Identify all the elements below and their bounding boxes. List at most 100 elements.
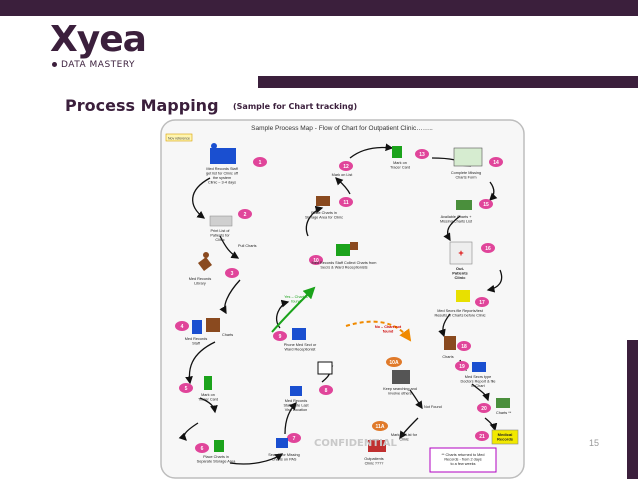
chart-box-icon	[206, 318, 220, 332]
no-found-arrow	[345, 320, 412, 342]
svg-text:7: 7	[293, 436, 296, 442]
map-frame	[160, 119, 525, 479]
step-number-badge	[253, 157, 267, 167]
svg-text:3: 3	[231, 271, 234, 277]
svg-text:16: 16	[485, 246, 491, 252]
map-tag-box	[165, 133, 193, 142]
computer-icon	[276, 438, 288, 448]
brand-tagline: DATA MASTERY	[52, 60, 135, 70]
step-12: 12 Mark on List	[332, 161, 353, 177]
map-title: Sample Process Map - Flow of Chart for O…	[251, 125, 433, 132]
desk-staff-icon	[290, 386, 302, 396]
confidential-watermark: CONFIDENTIAL	[314, 438, 397, 449]
svg-text:9: 9	[279, 334, 282, 340]
svg-text:11: 11	[343, 200, 349, 206]
svg-text:Med Records Staff Collect Char: Med Records Staff Collect Charts fromSec…	[312, 261, 377, 270]
typist-icon	[472, 362, 486, 372]
charts-box-icon	[444, 336, 456, 350]
green-worker-icon	[214, 440, 224, 452]
svg-text:18: 18	[461, 344, 467, 350]
tracer-person-icon	[392, 146, 402, 158]
svg-text:20: 20	[481, 406, 487, 412]
svg-text:11A: 11A	[376, 424, 385, 430]
svg-text:13: 13	[419, 152, 425, 158]
charts-label: Charts	[222, 333, 233, 337]
red-cross-icon: +	[458, 248, 463, 258]
storage-icon	[316, 196, 330, 206]
yes-found-arrow	[271, 286, 316, 333]
xyea-logo: Xyea	[50, 19, 147, 60]
medical-records-box	[491, 429, 519, 445]
svg-text:5: 5	[185, 386, 188, 392]
svg-text:14: 14	[493, 160, 499, 166]
clinic-building-icon	[449, 241, 473, 265]
slide-subtitle: (Sample for Chart tracking)	[233, 102, 358, 111]
svg-text:8: 8	[325, 388, 328, 394]
svg-text:10A: 10A	[389, 360, 399, 366]
slide-title: Process Mapping	[65, 96, 219, 115]
collector-icon	[336, 244, 350, 256]
phone-staff-icon	[292, 328, 306, 340]
svg-text:2: 2	[244, 212, 247, 218]
filing-person-icon	[456, 290, 470, 302]
cart-icon	[456, 200, 472, 210]
svg-text:21: 21	[479, 434, 485, 440]
svg-text:4: 4	[181, 324, 184, 330]
svg-text:15: 15	[483, 202, 489, 208]
map-tag-text: Nov reference	[168, 137, 190, 141]
staff-person-icon	[192, 320, 202, 334]
svg-text:Charts **: Charts **	[496, 411, 512, 415]
svg-text:Charts: Charts	[442, 355, 453, 359]
office-desk-icon	[210, 148, 236, 164]
bullet-dot-icon	[52, 62, 57, 67]
svg-text:12: 12	[343, 164, 349, 170]
step-20: 20 Charts **	[477, 398, 512, 415]
form-icon	[453, 147, 483, 167]
process-map: Sample Process Map - Flow of Chart for O…	[160, 119, 525, 479]
return-note-box	[429, 447, 497, 473]
step-15: 15 Available Charts +Missing Charts List	[440, 199, 493, 224]
step-18: 18 Charts	[442, 336, 471, 359]
side-accent-bar	[627, 340, 638, 479]
svg-text:1: 1	[259, 160, 262, 166]
pull-charts-label: Pull Charts	[238, 244, 257, 248]
outpatients-clinic-icon	[368, 440, 386, 452]
svg-text:Available Charts +Missing Char: Available Charts +Missing Charts List	[440, 215, 473, 224]
top-bar	[0, 0, 638, 16]
green-person-icon	[204, 376, 212, 390]
not-found-label: Not Found	[424, 405, 442, 409]
printer-icon	[209, 215, 233, 227]
group-people-icon	[392, 370, 410, 384]
step-10: 10 Med Records Staff Collect Charts from…	[309, 242, 376, 270]
